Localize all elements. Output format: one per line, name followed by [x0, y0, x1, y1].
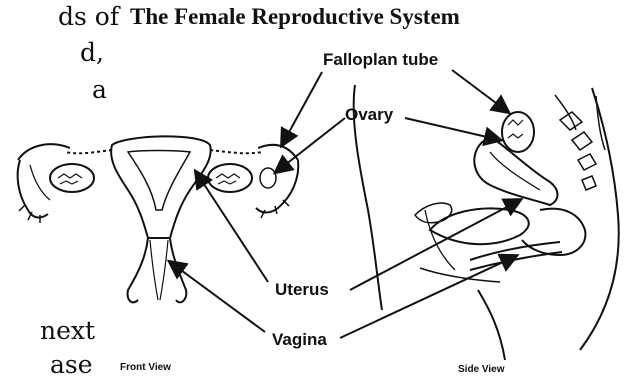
label-uterus: Uterus: [275, 280, 329, 300]
label-ovary: Ovary: [345, 105, 393, 125]
caption-front-view: Front View: [120, 362, 171, 373]
label-vagina: Vagina: [272, 330, 327, 350]
side-view-drawing: [354, 85, 619, 360]
front-view-drawing: [18, 136, 299, 302]
label-fallopian-tube: Falloplan tube: [323, 50, 438, 70]
caption-side-view: Side View: [458, 364, 505, 375]
